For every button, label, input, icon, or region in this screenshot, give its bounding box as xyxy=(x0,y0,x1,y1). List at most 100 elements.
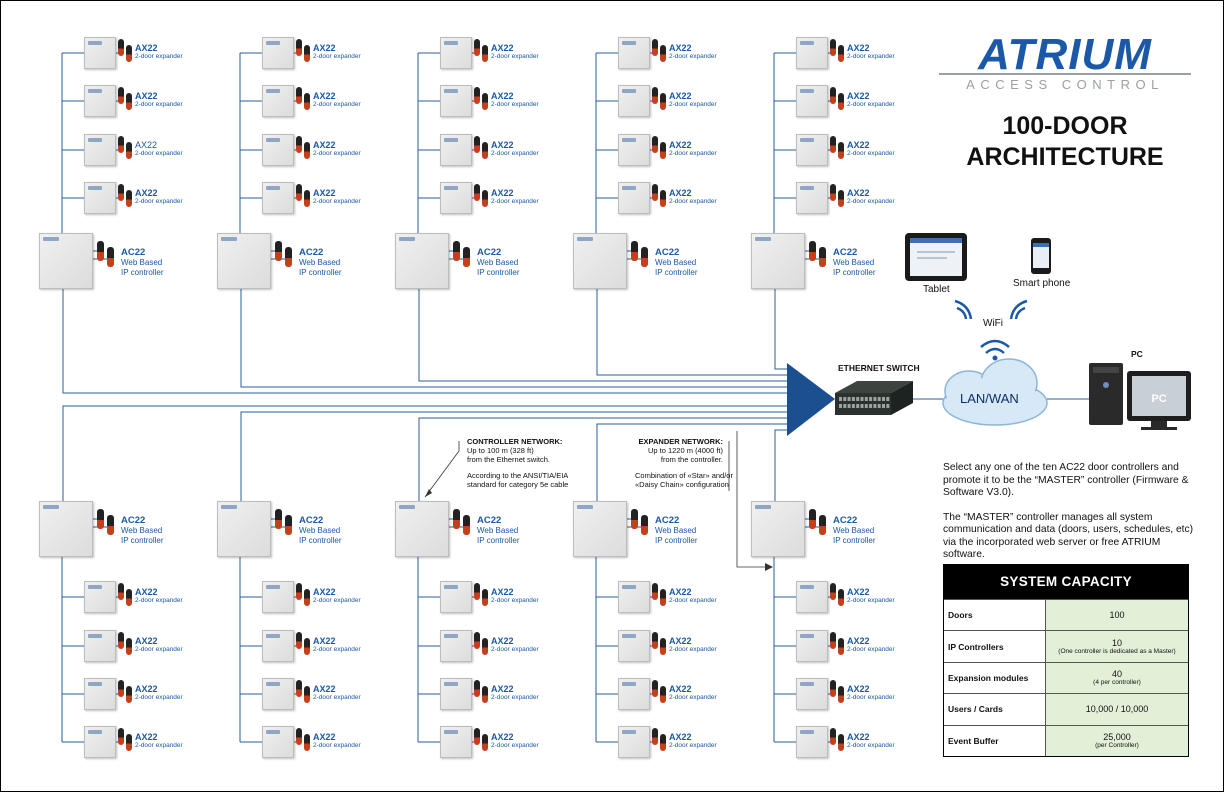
card-reader-icon xyxy=(660,142,666,159)
expander-desc: 2-door expander xyxy=(847,646,895,653)
expander-name: AX22 xyxy=(313,684,336,694)
controller-desc-2: IP controller xyxy=(299,267,342,277)
card-reader-icon xyxy=(126,734,132,751)
card-reader-icon xyxy=(631,509,638,529)
expander-desc: 2-door expander xyxy=(491,597,539,604)
lan-wan-cloud xyxy=(942,358,1048,426)
card-reader-icon xyxy=(652,583,658,600)
controller-network-line: According to the ANSI/TIA/EIA xyxy=(467,471,569,480)
expander-name: AX22 xyxy=(491,140,514,150)
card-reader-icon xyxy=(296,632,302,649)
card-reader-icon xyxy=(97,509,104,529)
expander-box xyxy=(618,678,650,710)
switch-port xyxy=(860,404,864,408)
expander-name: AX22 xyxy=(491,587,514,597)
expander-network-arrow-line xyxy=(736,431,771,568)
controller-desc-1: Web Based xyxy=(299,526,341,535)
controller-name: AC22 xyxy=(477,515,502,526)
expander-desc: 2-door expander xyxy=(313,597,361,604)
card-reader-icon xyxy=(304,734,310,751)
expander-network-heading: EXPANDER NETWORK: xyxy=(638,437,723,446)
pc-icon: PC xyxy=(1089,363,1191,430)
card-reader-icon xyxy=(652,136,658,153)
controller-trunk-wire xyxy=(418,289,787,382)
card-reader-icon xyxy=(296,680,302,697)
controller-box xyxy=(573,501,627,557)
expander-box xyxy=(796,85,828,117)
expander-desc: 2-door expander xyxy=(669,742,717,749)
controller-desc-2: IP controller xyxy=(655,267,698,277)
card-reader-icon xyxy=(474,632,480,649)
tablet-icon xyxy=(905,233,967,281)
expander-name: AX22 xyxy=(847,587,870,597)
card-reader-icon xyxy=(275,241,282,261)
expander-desc: 2-door expander xyxy=(135,150,183,157)
description-paragraph-2: The “MASTER” controller manages all syst… xyxy=(943,511,1194,561)
expander-box xyxy=(84,37,116,69)
card-reader-icon xyxy=(838,190,844,207)
card-reader-icon xyxy=(126,190,132,207)
atrium-logo: ATRIUM ACCESS CONTROL xyxy=(939,31,1191,92)
expander-box xyxy=(796,134,828,166)
expander-network-line: Combination of «Star» and/or xyxy=(635,471,733,480)
switch-port xyxy=(839,397,842,401)
card-reader-icon xyxy=(126,142,132,159)
expander-box xyxy=(618,37,650,69)
card-reader-icon xyxy=(652,728,658,745)
expander-box xyxy=(84,182,116,214)
switch-port xyxy=(864,404,868,408)
card-reader-icon xyxy=(838,589,844,606)
smart-phone-label: Smart phone xyxy=(1013,278,1071,289)
card-reader-icon xyxy=(126,686,132,703)
card-reader-icon xyxy=(838,93,844,110)
expander-name: AX22 xyxy=(669,43,692,53)
expander-box xyxy=(84,85,116,117)
card-reader-icon xyxy=(660,589,666,606)
card-reader-icon xyxy=(474,583,480,600)
expander-name: AX22 xyxy=(669,91,692,101)
card-reader-icon xyxy=(482,142,488,159)
controller-name: AC22 xyxy=(477,247,502,258)
switch-port xyxy=(882,397,885,401)
controller-name: AC22 xyxy=(655,247,680,258)
card-reader-icon xyxy=(660,93,666,110)
expander-name: AX22 xyxy=(491,684,514,694)
expander-box xyxy=(84,678,116,710)
expander-desc: 2-door expander xyxy=(669,597,717,604)
expander-box xyxy=(262,630,294,662)
capacity-value-cell: 100 xyxy=(1045,600,1188,631)
expander-desc: 2-door expander xyxy=(491,101,539,108)
card-reader-icon xyxy=(631,241,638,261)
controller-trunk-wire xyxy=(240,411,787,501)
switch-port xyxy=(851,404,855,408)
switch-port xyxy=(843,404,847,408)
controller-box xyxy=(573,233,627,289)
expander-name: AX22 xyxy=(491,636,514,646)
card-reader-icon xyxy=(838,45,844,62)
expander-desc: 2-door expander xyxy=(313,646,361,653)
expander-desc: 2-door expander xyxy=(491,150,539,157)
expander-name: AX22 xyxy=(669,188,692,198)
expander-name: AX22 xyxy=(669,587,692,597)
expander-name: AX22 xyxy=(135,43,158,53)
card-reader-icon xyxy=(285,515,292,535)
expander-name: AX22 xyxy=(313,188,336,198)
card-reader-icon xyxy=(453,241,460,261)
card-reader-icon xyxy=(118,728,124,745)
expander-desc: 2-door expander xyxy=(669,101,717,108)
switch-port xyxy=(869,404,873,408)
expander-box xyxy=(796,726,828,758)
card-reader-icon xyxy=(660,638,666,655)
card-reader-icon xyxy=(838,142,844,159)
